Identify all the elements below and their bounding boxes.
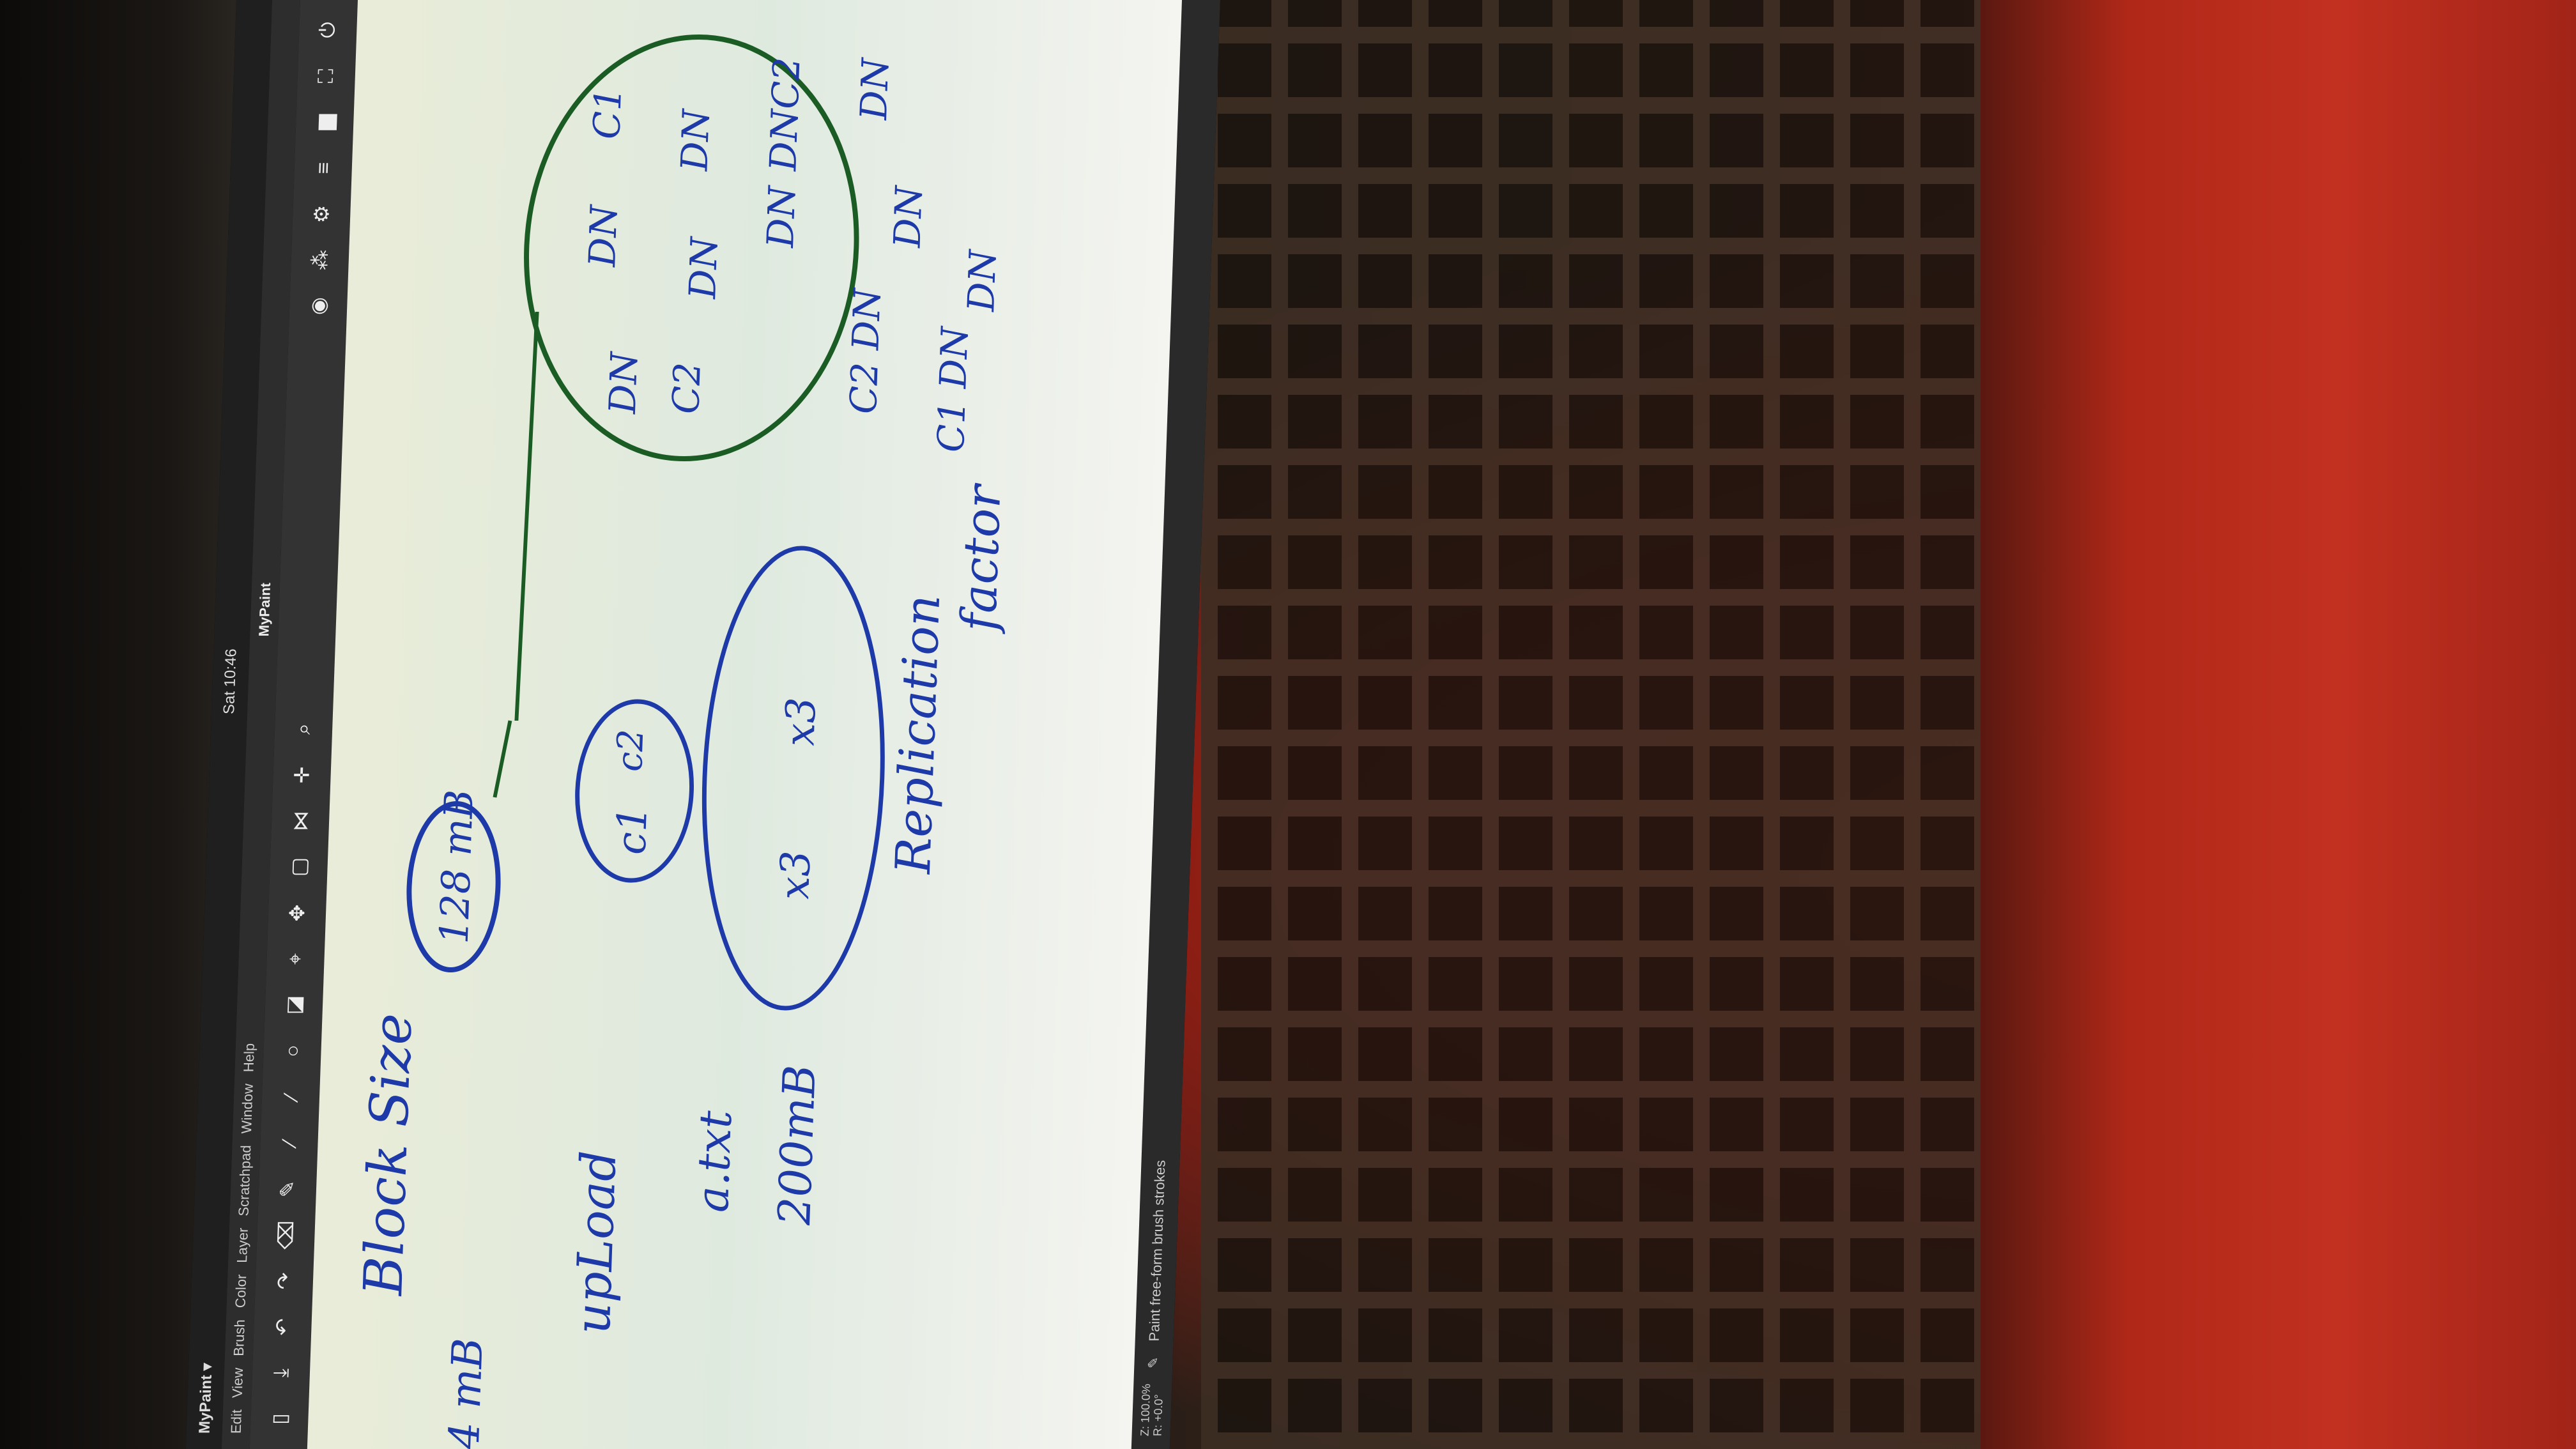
symmetry-icon[interactable]: ⋈	[288, 811, 312, 831]
ellipse-icon[interactable]: ○	[280, 1045, 304, 1057]
new-file-icon[interactable]: ▯	[268, 1413, 291, 1425]
dn-label-3: C2	[664, 362, 709, 414]
rotation-level: R: +0.0°	[1151, 1394, 1165, 1436]
pan-icon[interactable]: ✥	[285, 904, 309, 922]
move-icon[interactable]: ✛	[290, 766, 314, 784]
window-title: MyPaint	[256, 583, 274, 637]
client-circle	[575, 699, 694, 883]
menu-window[interactable]: Window	[238, 1084, 256, 1134]
mb-left-text: 4 mB	[440, 1338, 493, 1449]
dn-label-8: DN	[852, 56, 897, 121]
menu-help[interactable]: Help	[240, 1043, 257, 1073]
menu-scratchpad[interactable]: Scratchpad	[235, 1145, 254, 1216]
menu-view[interactable]: View	[229, 1367, 247, 1399]
upload-text: upLoad	[565, 1150, 627, 1334]
menu-color[interactable]: Color	[232, 1274, 250, 1308]
app-menu[interactable]: MyPaint ▾	[195, 1363, 216, 1434]
block-128-circle	[406, 801, 501, 972]
factor-text: factor	[951, 483, 1012, 634]
wall-grille	[1201, 0, 1981, 1449]
x3-text-b: x3	[777, 697, 825, 746]
dn-label-1: DN	[580, 203, 625, 268]
brush-status-icon: ✎	[1145, 1356, 1162, 1368]
c2-text: c2	[609, 729, 652, 772]
color-icon[interactable]: ◉	[306, 297, 330, 315]
block-size-text: Block Size	[351, 1013, 424, 1297]
inking-icon[interactable]: ⁄	[277, 1141, 301, 1145]
dn-label-5: DN	[673, 107, 718, 172]
zoom-icon[interactable]: ⌕	[291, 723, 315, 735]
layers-icon[interactable]: ▆	[312, 114, 337, 130]
dn-label-10: DN	[885, 184, 931, 249]
zoom-readout: Z: 100.0% R: +0.0°	[1138, 1384, 1165, 1436]
menu-brush[interactable]: Brush	[230, 1319, 248, 1356]
redo-icon[interactable]: ↷	[272, 1272, 296, 1290]
green-line-upper	[493, 720, 512, 798]
c1-text: c1	[608, 806, 657, 855]
file-size-text: 200mB	[769, 1065, 825, 1226]
monitor-screen: MyPaint ▾ Sat 10:46 Edit View Brush Colo…	[185, 0, 1220, 1449]
eraser-icon[interactable]: ⌫	[273, 1220, 298, 1250]
dn-label-6: DN	[758, 184, 804, 249]
dn-label-7: DNC2	[761, 57, 808, 172]
frame-icon[interactable]: ▢	[287, 857, 311, 877]
menu-icon[interactable]: ≡	[310, 162, 335, 174]
replication-ellipse	[702, 546, 885, 1011]
dn-label-12: DN	[959, 248, 1004, 312]
brushes-icon[interactable]: ⁂	[308, 250, 332, 270]
dn-label-11: C1 DN	[929, 325, 977, 452]
lines-icon[interactable]: ∕	[279, 1095, 302, 1099]
settings-icon[interactable]: ⚙	[309, 204, 334, 224]
block-128-text: 128 mB	[431, 790, 482, 944]
red-wall	[1981, 0, 2576, 1449]
cluster-circle	[524, 34, 859, 461]
dn-label-0: DN	[601, 350, 646, 415]
menu-edit[interactable]: Edit	[227, 1409, 245, 1434]
drawing-canvas[interactable]: Block Size 4 mB upLoad a.txt 200mB 128 m…	[307, 0, 1182, 1449]
dn-label-9: C2 DN	[841, 287, 889, 414]
undo-icon[interactable]: ↶	[271, 1318, 295, 1336]
power-icon[interactable]: ⏻	[315, 22, 339, 38]
replication-text: Replication	[885, 595, 951, 875]
picker-icon[interactable]: ⌖	[283, 953, 307, 965]
save-icon[interactable]: ⤓	[268, 1368, 293, 1378]
fullscreen-icon[interactable]: ⛶	[314, 68, 338, 84]
file-name-text: a.txt	[687, 1110, 742, 1213]
menu-layer[interactable]: Layer	[233, 1227, 251, 1263]
brush-icon[interactable]: ✎	[275, 1180, 300, 1198]
status-message: Paint free-form brush strokes	[1146, 1160, 1169, 1342]
toolbar-spacer	[288, 335, 335, 700]
green-line-lower	[514, 311, 539, 721]
dn-label-2: C1	[585, 88, 630, 139]
mypaint-window: MyPaint ▾ Sat 10:46 Edit View Brush Colo…	[185, 0, 1220, 1449]
x3-text-a: x3	[771, 850, 820, 900]
dn-label-4: DN	[680, 235, 726, 300]
clock[interactable]: Sat 10:46	[220, 648, 240, 715]
fill-icon[interactable]: ◪	[282, 995, 306, 1015]
handwritten-diagram: Block Size 4 mB upLoad a.txt 200mB 128 m…	[351, 34, 1012, 1449]
